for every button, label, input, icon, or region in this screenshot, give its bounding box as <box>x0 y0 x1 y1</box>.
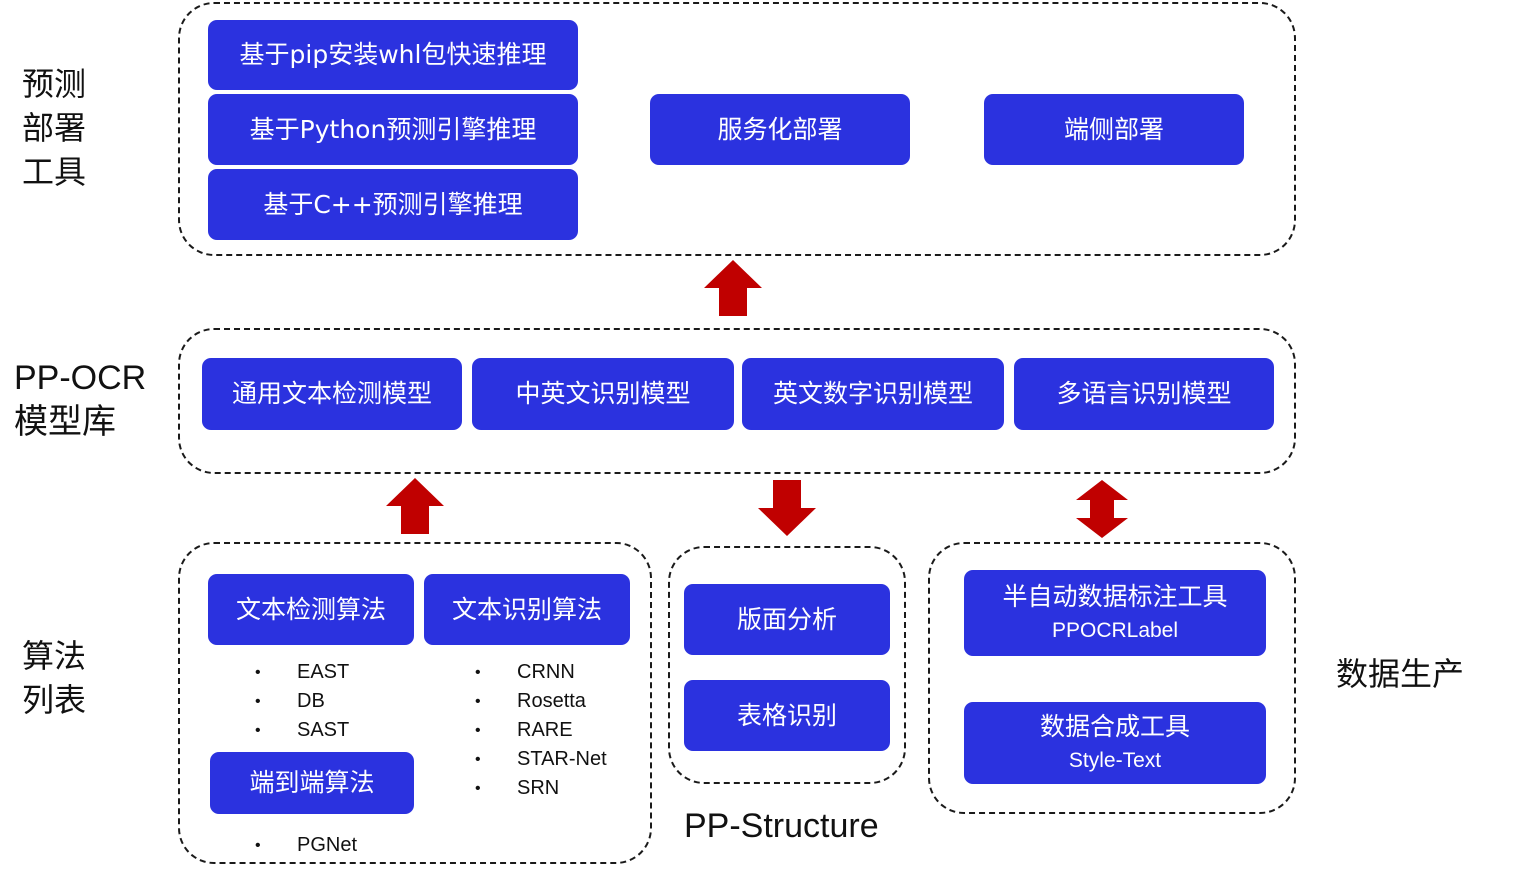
list-item: EAST <box>255 658 349 687</box>
deploy-label: 预测 部署 工具 <box>22 62 86 194</box>
data-synthesis-box: 数据合成工具 Style-Text <box>964 702 1266 784</box>
data-synthesis-title: 数据合成工具 <box>1039 712 1190 742</box>
up-arrow-icon <box>704 260 762 316</box>
edge-deploy-label: 端侧部署 <box>1063 114 1164 144</box>
text-recognition-algorithms-label: 文本识别算法 <box>451 594 602 624</box>
ppocr-label: PP-OCR 模型库 <box>14 356 146 444</box>
double-arrow-icon <box>1076 480 1128 538</box>
ppocr-label-line: PP-OCR <box>14 359 147 397</box>
pip-whl-inference-label: 基于pip安装whl包快速推理 <box>239 40 547 69</box>
multilingual-recognition-model-label: 多语言识别模型 <box>1056 379 1232 408</box>
edge-deploy-box: 端侧部署 <box>984 94 1244 165</box>
cn-en-recognition-model-box: 中英文识别模型 <box>472 358 734 430</box>
list-item: SAST <box>255 716 349 745</box>
layout-analysis-label: 版面分析 <box>736 604 837 634</box>
list-item: PGNet <box>255 831 357 860</box>
general-detection-model-label: 通用文本检测模型 <box>231 379 432 408</box>
serving-deploy-label: 服务化部署 <box>717 114 843 144</box>
cpp-inference-label: 基于C++预测引擎推理 <box>263 189 523 219</box>
text-recognition-algorithms-box: 文本识别算法 <box>424 574 630 645</box>
algorithms-label: 算法 列表 <box>22 634 86 722</box>
list-item: RARE <box>475 716 607 745</box>
layout-analysis-box: 版面分析 <box>684 584 890 655</box>
pip-whl-inference-box: 基于pip安装whl包快速推理 <box>208 20 578 90</box>
list-item: Rosetta <box>475 687 607 716</box>
general-detection-model-box: 通用文本检测模型 <box>202 358 462 430</box>
multilingual-recognition-model-box: 多语言识别模型 <box>1014 358 1274 430</box>
python-inference-label: 基于Python预测引擎推理 <box>249 114 537 144</box>
list-item: SRN <box>475 774 607 803</box>
detection-algorithm-list: EAST DB SAST <box>255 658 349 745</box>
up-arrow-icon <box>386 478 444 534</box>
deploy-label-line: 预测 <box>22 65 87 103</box>
semi-auto-labeling-box: 半自动数据标注工具 PPOCRLabel <box>964 570 1266 656</box>
ppocr-label-line: 模型库 <box>14 403 116 441</box>
structure-group <box>668 546 906 784</box>
algorithms-label-line: 算法 <box>22 637 87 675</box>
structure-label: PP-Structure <box>684 807 879 845</box>
en-digit-recognition-model-box: 英文数字识别模型 <box>742 358 1004 430</box>
semi-auto-labeling-subtitle: PPOCRLabel <box>1051 619 1179 643</box>
python-inference-box: 基于Python预测引擎推理 <box>208 94 578 165</box>
text-detection-algorithms-box: 文本检测算法 <box>208 574 414 645</box>
deploy-group <box>178 2 1296 256</box>
table-recognition-box: 表格识别 <box>684 680 890 751</box>
list-item: STAR-Net <box>475 745 607 774</box>
semi-auto-labeling-title: 半自动数据标注工具 <box>1002 582 1228 612</box>
text-detection-algorithms-label: 文本检测算法 <box>235 594 386 624</box>
recognition-algorithm-list: CRNN Rosetta RARE STAR-Net SRN <box>475 658 607 803</box>
serving-deploy-box: 服务化部署 <box>650 94 910 165</box>
en-digit-recognition-model-label: 英文数字识别模型 <box>772 379 973 408</box>
down-arrow-icon <box>758 480 816 536</box>
list-item: CRNN <box>475 658 607 687</box>
deploy-label-line: 部署 <box>22 109 87 147</box>
deploy-label-line: 工具 <box>22 153 87 191</box>
data-synthesis-subtitle: Style-Text <box>1068 749 1162 773</box>
e2e-algorithms-box: 端到端算法 <box>210 752 414 814</box>
cn-en-recognition-model-label: 中英文识别模型 <box>515 379 691 408</box>
e2e-algorithms-label: 端到端算法 <box>249 768 375 797</box>
list-item: DB <box>255 687 349 716</box>
e2e-algorithm-list: PGNet <box>255 831 357 860</box>
algorithms-group <box>178 542 652 864</box>
algorithms-label-line: 列表 <box>22 681 87 719</box>
data-production-group <box>928 542 1296 814</box>
table-recognition-label: 表格识别 <box>736 700 837 730</box>
data-production-label: 数据生产 <box>1336 655 1465 693</box>
ppocr-group <box>178 328 1296 474</box>
cpp-inference-box: 基于C++预测引擎推理 <box>208 169 578 240</box>
